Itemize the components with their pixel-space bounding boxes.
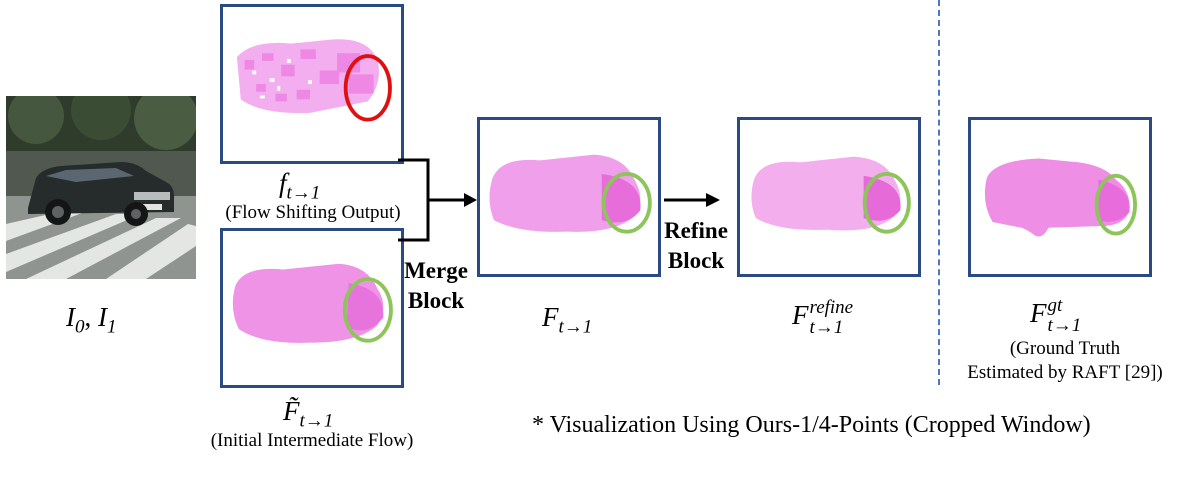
input-image: [6, 80, 198, 279]
initial-flow-panel: [220, 228, 404, 388]
ground-truth-caption-2: Estimated by RAFT [29]): [967, 362, 1163, 383]
refine-arrow: [664, 193, 720, 207]
initial-flow-symbol: F̃t→1: [283, 396, 334, 432]
ground-truth-caption-1: (Ground Truth: [1009, 338, 1121, 359]
flow-shift-panel: [220, 4, 404, 164]
merge-connector: [398, 158, 477, 242]
flow-shift-caption: (Flow Shifting Output): [225, 202, 401, 223]
merged-flow-symbol: Ft→1: [542, 302, 593, 338]
refined-flow-panel: [737, 117, 921, 277]
footnote: * Visualization Using Ours-1/4-Points (C…: [532, 412, 1091, 438]
initial-flow-caption: (Initial Intermediate Flow): [210, 430, 414, 451]
divider-line: [938, 0, 940, 385]
input-label: I0, I1: [66, 302, 117, 338]
merged-flow-panel: [477, 117, 661, 277]
ground-truth-panel: [968, 117, 1152, 277]
flow-shift-symbol: ft→1: [279, 168, 321, 204]
